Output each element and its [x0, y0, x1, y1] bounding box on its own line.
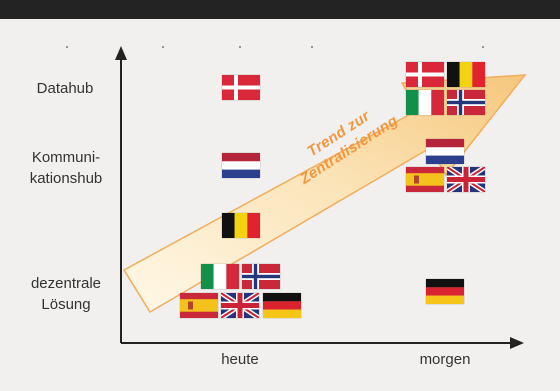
flag-norway-heute: [242, 264, 280, 289]
flag-norway-morgen: [447, 90, 485, 115]
y-label-datahub: Datahub: [36, 80, 94, 97]
flag-united-kingdom-heute: [221, 293, 259, 318]
flag-spain-heute: [180, 293, 218, 318]
y-label-dezentrale-loesung: dezentrale Lösung: [30, 275, 102, 313]
flag-belgium-morgen: [447, 62, 485, 87]
y-axis-arrowhead: [115, 46, 127, 60]
flag-netherlands-heute: [222, 153, 260, 178]
top-dots: [66, 46, 484, 48]
flag-denmark-morgen: [406, 62, 444, 87]
flag-united-kingdom-morgen: [447, 167, 485, 192]
flag-italy-heute: [201, 264, 239, 289]
x-label-morgen: morgen: [419, 351, 471, 368]
x-axis-arrowhead: [510, 337, 524, 349]
x-label-heute: heute: [221, 351, 259, 368]
flag-germany-heute: [263, 293, 301, 318]
flag-spain-morgen: [406, 167, 444, 192]
flag-netherlands-morgen: [426, 139, 464, 164]
flag-germany-morgen: [426, 279, 464, 304]
y-label-kommunikationshub: Kommuni- kationshub: [29, 149, 103, 187]
flag-italy-morgen: [406, 90, 444, 115]
header-bar: [0, 0, 560, 19]
flag-belgium-heute: [222, 213, 260, 238]
flag-denmark-heute: [222, 75, 260, 100]
